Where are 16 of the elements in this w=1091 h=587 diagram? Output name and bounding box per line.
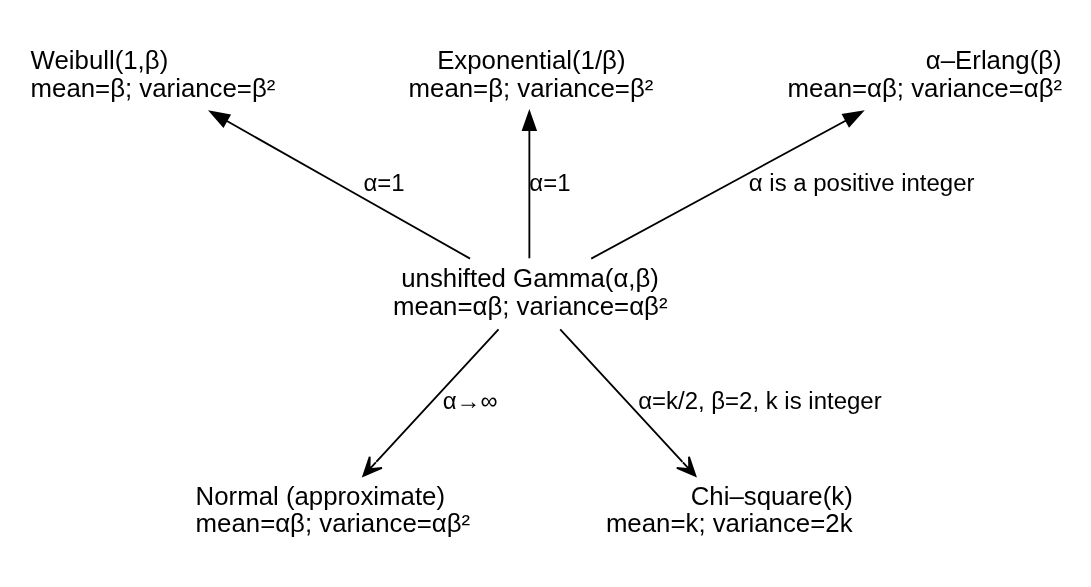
node-text: Normal (approximate) mean=αβ; variance=αβ² [195, 481, 471, 537]
node-text: Chi–square(k) mean=k; variance=2k [605, 481, 853, 537]
arrow [521, 108, 538, 259]
arrow [590, 109, 865, 260]
node-text: α–Erlang(β) mean=αβ; variance=αβ² [787, 45, 1063, 102]
edge-label: α→∞ [442, 386, 498, 414]
node-text: Exponential(1/β) mean=β; variance=β² [408, 45, 654, 102]
arrow [362, 327, 500, 477]
node-text: Weibull(1,β) mean=β; variance=β² [30, 45, 276, 102]
edge-label: α=1 [529, 168, 571, 196]
edge-label: α is a positive integer [748, 168, 975, 196]
arrow [559, 327, 697, 477]
edge-label: α=1 [363, 168, 405, 196]
arrow [208, 109, 472, 260]
edge-label: α=k/2, β=2, k is integer [638, 386, 882, 414]
node-text: unshifted Gamma(α,β) mean=αβ; variance=αβ² [392, 263, 668, 320]
